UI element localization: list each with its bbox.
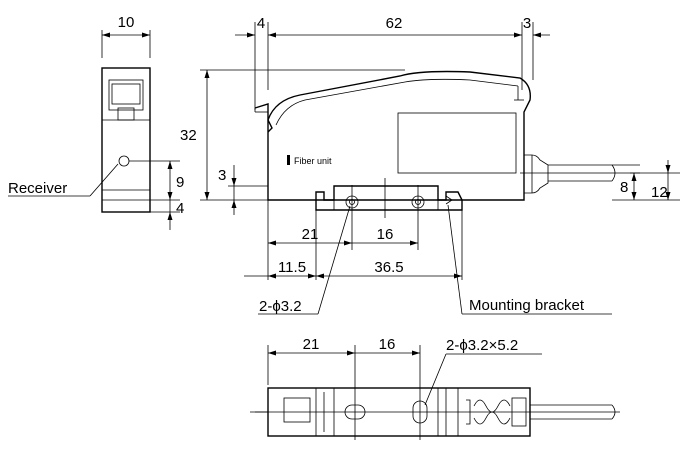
- dim-front-height: 32: [180, 127, 197, 144]
- dim-receiver-low: 4: [176, 200, 184, 217]
- dim-front-right-offset: 3: [523, 15, 531, 32]
- dim-bottom-pitch: 16: [379, 336, 396, 353]
- dim-bracket-offset: 21: [302, 226, 319, 243]
- dim-front-length: 62: [386, 15, 403, 32]
- receiver-label: Receiver: [8, 180, 67, 197]
- dim-side-width: 10: [118, 14, 135, 31]
- front-view: 4 62 3 32 3 Fiber unit: [180, 15, 680, 315]
- fiber-unit-label: Fiber unit: [294, 156, 332, 166]
- dim-left-offset: 11.5: [278, 259, 306, 276]
- dim-front-left-offset: 4: [257, 15, 265, 32]
- dim-cable-total: 12: [651, 184, 668, 201]
- dim-front-step: 3: [218, 167, 226, 184]
- dim-cable-height: 8: [620, 179, 628, 196]
- holes-label: 2-ϕ3.2: [259, 298, 302, 315]
- mounting-bracket-label: Mounting bracket: [469, 297, 585, 314]
- side-view: 10 9 4 Receiver: [8, 14, 184, 230]
- dim-receiver-height: 9: [176, 174, 184, 191]
- dim-hole-pitch: 16: [377, 226, 394, 243]
- dim-bottom-offset: 21: [303, 336, 320, 353]
- slots-label: 2-ϕ3.2×5.2: [446, 337, 518, 354]
- dim-bracket-length: 36.5: [374, 259, 403, 276]
- bottom-view: 21 16 2-ϕ3.2×5.2: [250, 336, 620, 440]
